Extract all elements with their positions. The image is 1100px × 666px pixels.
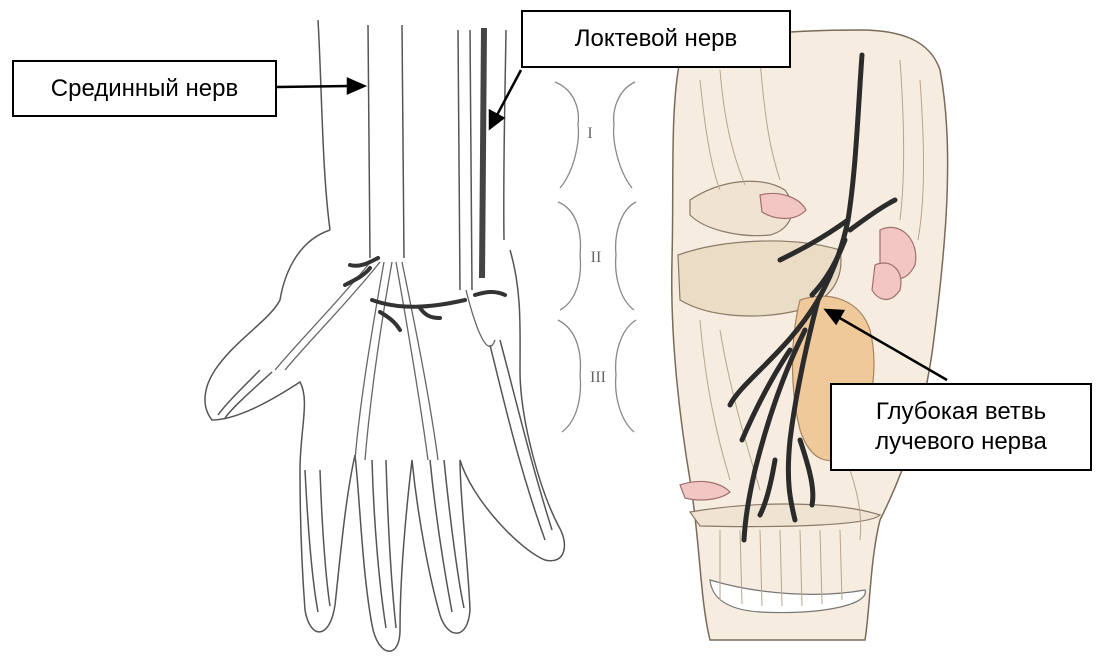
median-nerve-trunk [368,25,404,258]
ulnar-nerve-trunk [458,28,484,290]
radial-deep-branch-label: Глубокая ветвь лучевого нерва [830,383,1092,471]
ulnar-nerve-arrowhead [490,111,503,128]
median-nerve-label: Срединный нерв [12,60,277,117]
radial-deep-branch-label-line2: лучевого нерва [875,427,1047,457]
ulnar-nerve-arrow [496,70,521,117]
palm-nerve-branches [275,260,495,460]
zone-label-ii: II [591,249,602,266]
radial-deep-branch-label-line1: Глубокая ветвь [876,397,1046,427]
median-nerve-arrowhead [348,79,364,93]
median-nerve-arrow [277,86,350,87]
zone-label-iii: III [590,369,606,386]
median-nerve-label-text: Срединный нерв [51,74,238,104]
zone-label-i: I [587,125,592,142]
ulnar-nerve-label: Локтевой нерв [521,10,791,68]
ulnar-nerve-label-text: Локтевой нерв [575,24,738,54]
